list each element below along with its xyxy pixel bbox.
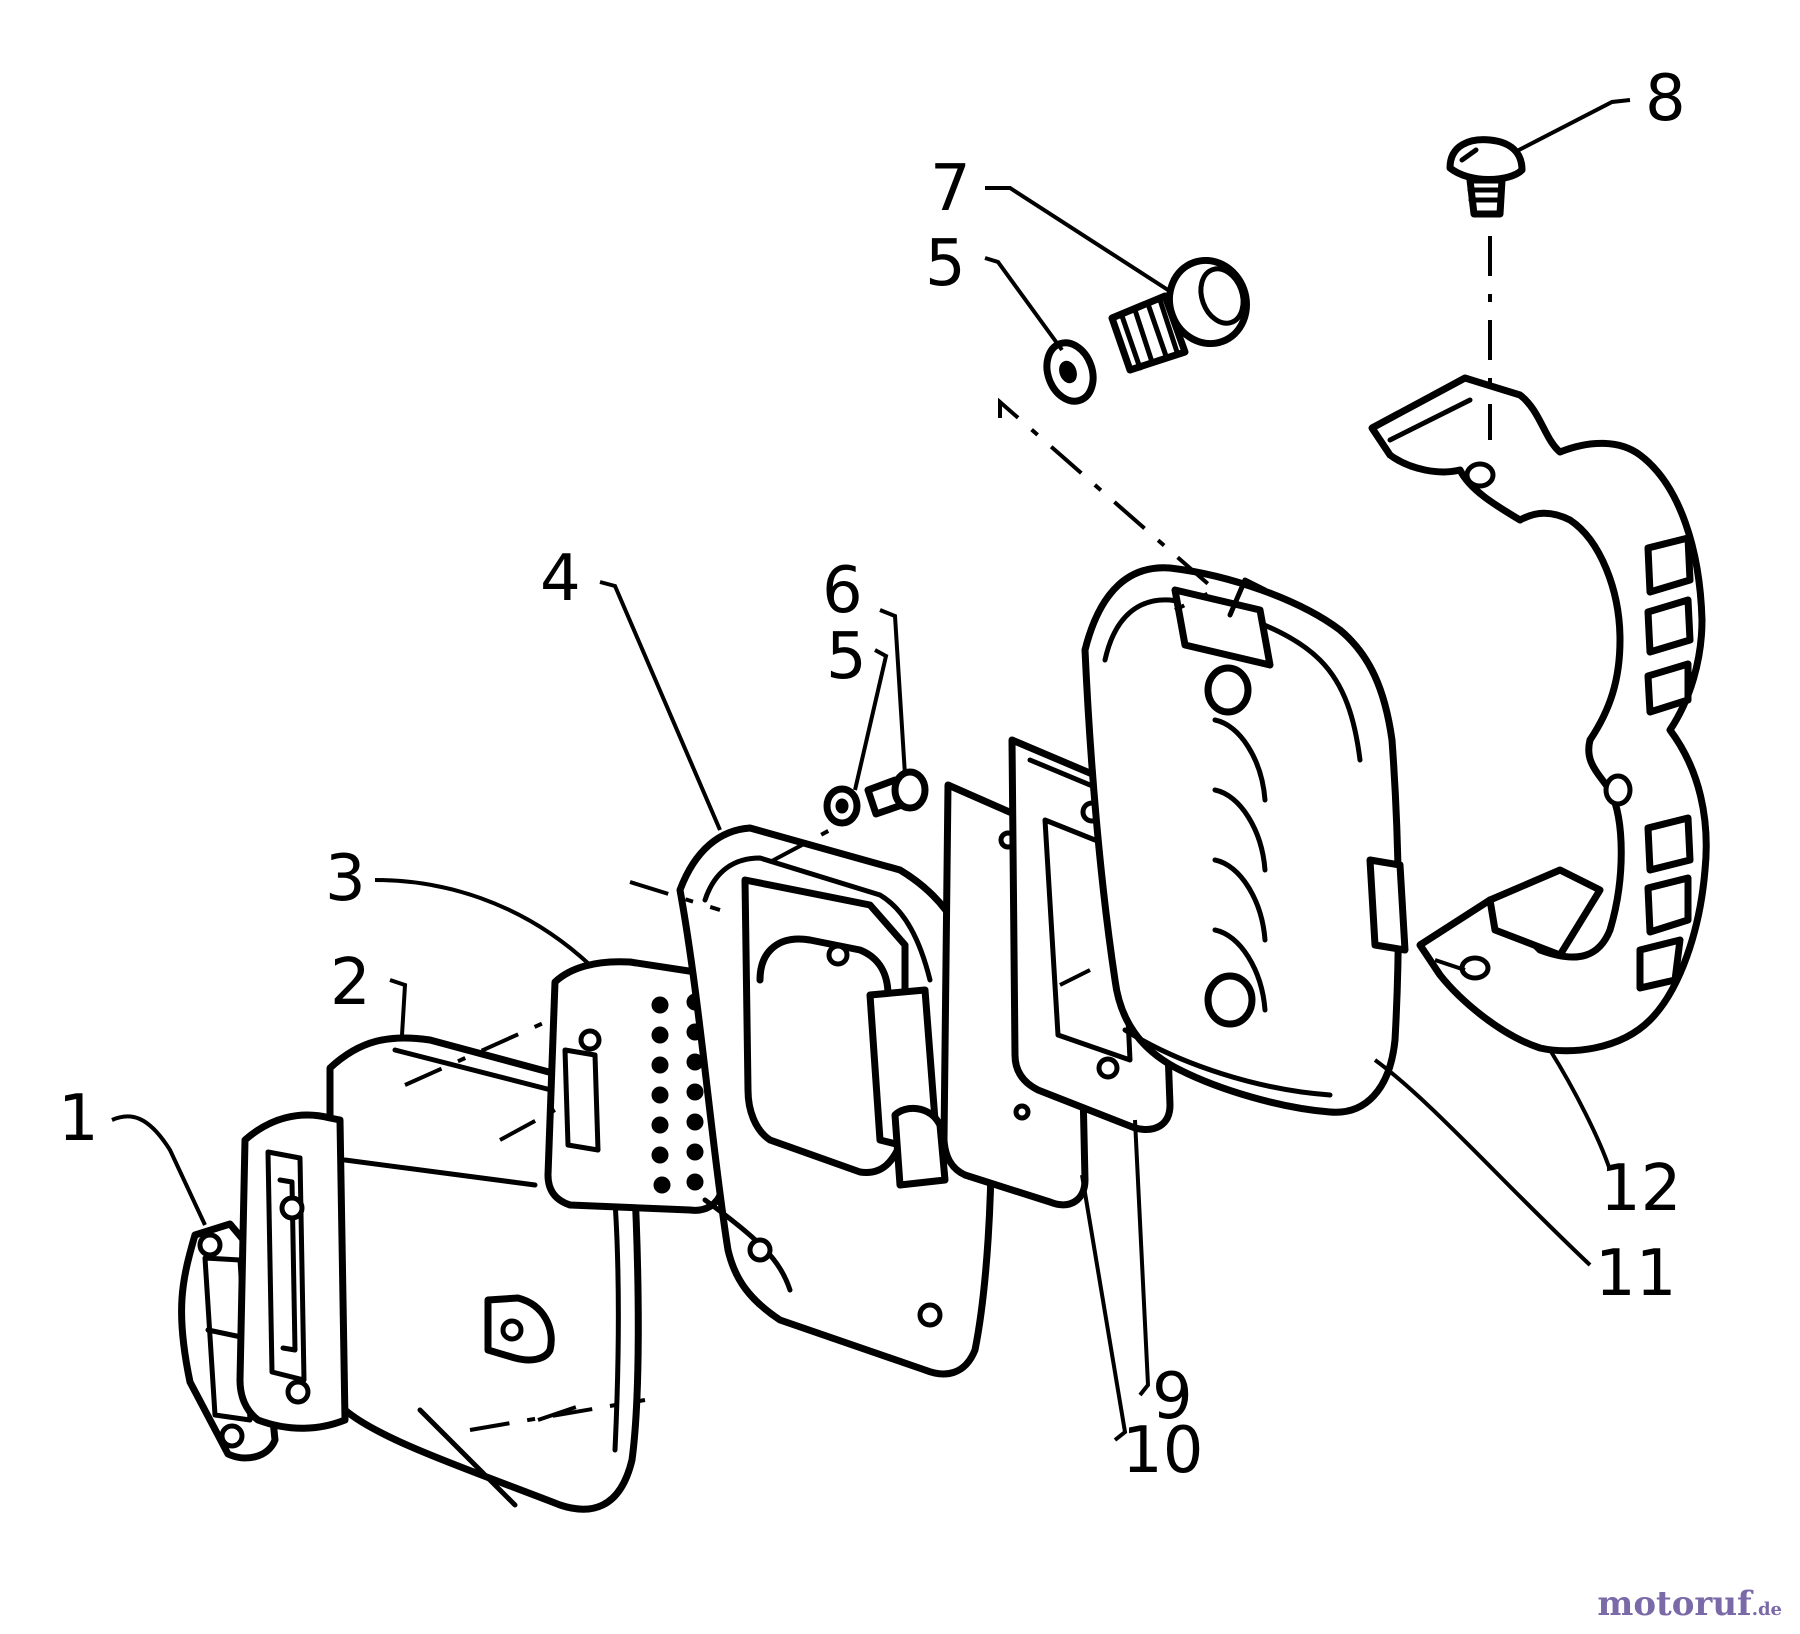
callout-5-upper: 5 [925,227,966,301]
callout-7: 7 [930,152,971,226]
callout-9: 9 [1152,1360,1193,1434]
callout-1: 1 [58,1082,99,1156]
part-4-muffler-body [676,824,995,1378]
assembly-center-lines [404,236,1492,1432]
watermark-tld: .de [1751,1599,1782,1620]
watermark-logo: motoruf.de [1597,1584,1782,1624]
callout-12: 12 [1600,1152,1681,1226]
callout-4: 4 [540,542,581,616]
leader-lines [111,98,1631,1442]
callout-5-lower: 5 [826,620,867,694]
watermark-brand: motoruf [1597,1584,1752,1624]
part-8-screw [1446,136,1526,218]
callout-3: 3 [325,842,366,916]
part-5-washer-lower [823,785,861,827]
callout-2: 2 [330,946,371,1020]
callout-6: 6 [822,554,863,628]
part-3-baffle [544,958,730,1214]
part-6-screw [864,768,929,818]
callout-numbers: 1 2 3 4 5 6 7 5 8 9 10 11 12 [58,62,1686,1488]
callout-10: 10 [1122,1414,1203,1488]
callout-8: 8 [1645,62,1686,136]
callout-11: 11 [1595,1237,1676,1311]
part-7-bolt [1108,256,1250,374]
part-11-rear-housing [1081,564,1409,1116]
part-5-washer-upper [1043,339,1097,405]
part-12-bracket [1368,374,1710,1055]
